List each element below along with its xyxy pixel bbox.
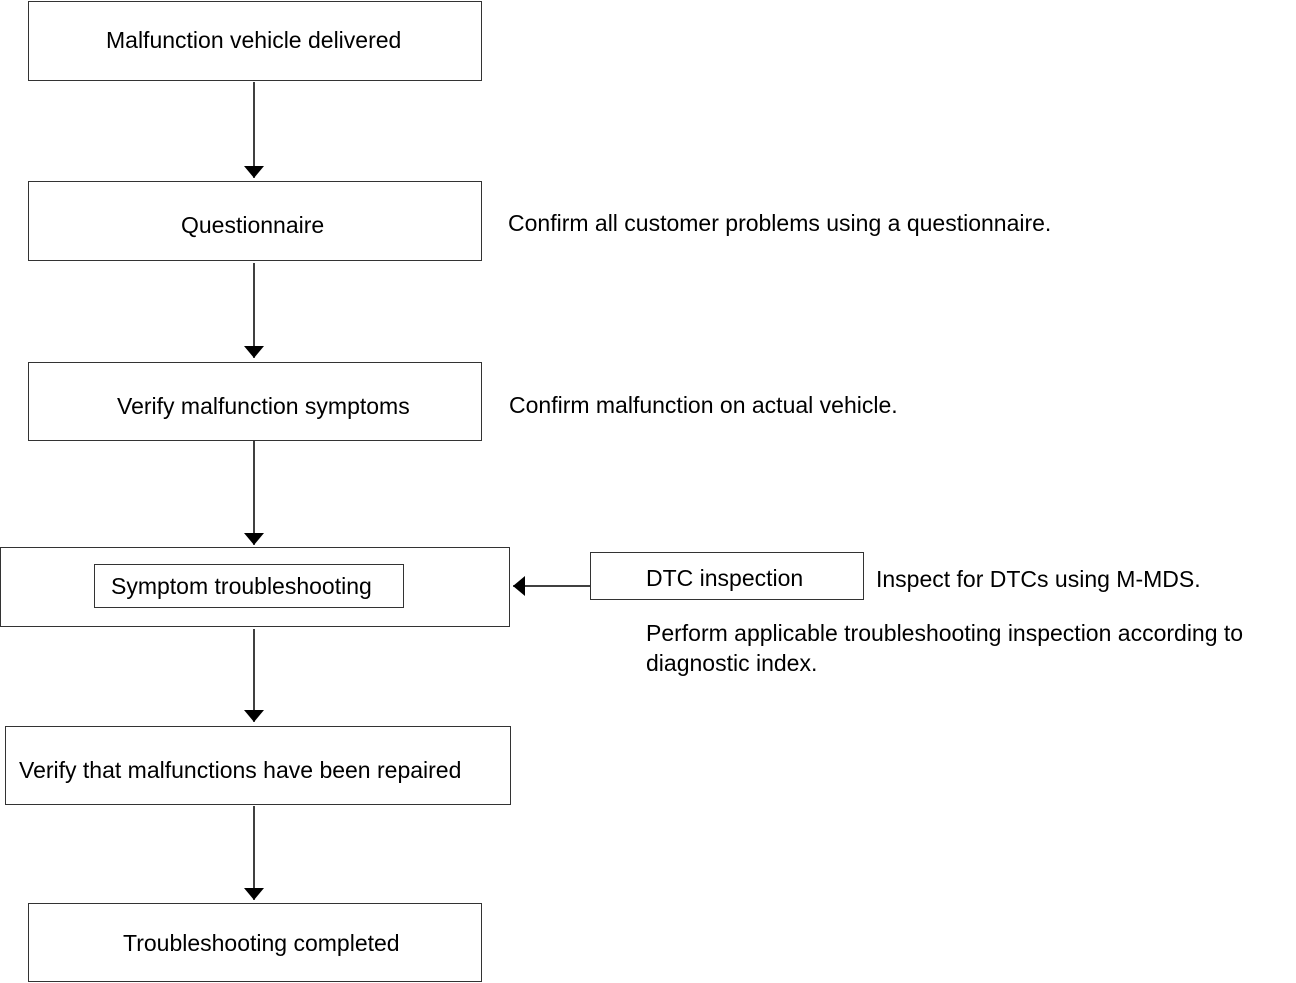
step-completed-label: Troubleshooting completed xyxy=(123,930,400,956)
step-questionnaire-box: Questionnaire xyxy=(28,181,482,261)
step-verify-repaired-box: Verify that malfunctions have been repai… xyxy=(5,726,511,805)
step-verify-symptoms-label: Verify malfunction symptoms xyxy=(117,393,410,419)
note-troubleshooting-line2: diagnostic index. xyxy=(646,650,818,676)
step-verify-symptoms-box: Verify malfunction symptoms xyxy=(28,362,482,441)
step-verify-repaired-label: Verify that malfunctions have been repai… xyxy=(19,757,462,783)
step-questionnaire-label: Questionnaire xyxy=(181,212,325,238)
step-delivered-box: Malfunction vehicle delivered xyxy=(28,1,482,81)
step-delivered-label: Malfunction vehicle delivered xyxy=(106,27,402,53)
step-dtc-inspection-label: DTC inspection xyxy=(646,565,804,591)
step-dtc-inspection-box: DTC inspection xyxy=(590,552,864,600)
step-symptom-inner-box: Symptom troubleshooting xyxy=(94,564,404,608)
step-symptom-outer-box: Symptom troubleshooting xyxy=(0,547,510,627)
note-troubleshooting-line1: Perform applicable troubleshooting inspe… xyxy=(646,620,1244,646)
note-questionnaire: Confirm all customer problems using a qu… xyxy=(508,210,1052,236)
note-verify-symptoms: Confirm malfunction on actual vehicle. xyxy=(509,392,898,418)
step-completed-box: Troubleshooting completed xyxy=(28,903,482,982)
step-symptom-label: Symptom troubleshooting xyxy=(111,573,372,599)
note-dtc-inspection: Inspect for DTCs using M-MDS. xyxy=(876,566,1201,592)
